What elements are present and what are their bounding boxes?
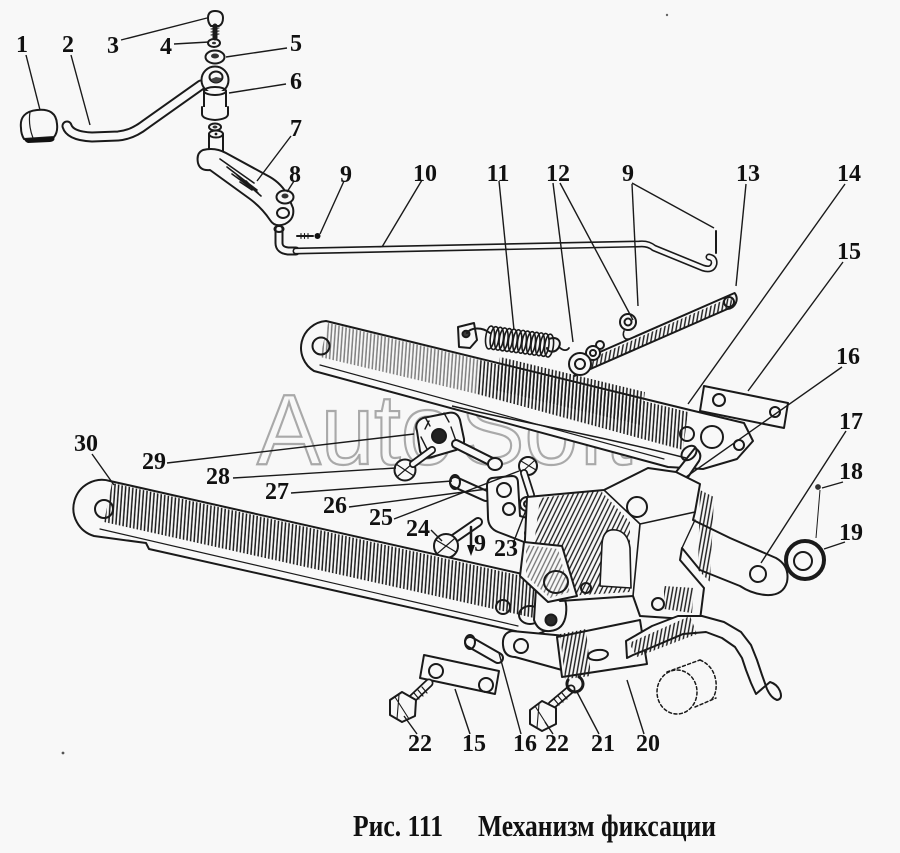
svg-text:20: 20 (636, 731, 660, 757)
svg-text:13: 13 (736, 161, 760, 187)
svg-text:30: 30 (74, 431, 98, 457)
svg-text:29: 29 (142, 449, 166, 475)
svg-text:9: 9 (340, 162, 352, 188)
svg-text:27: 27 (265, 479, 289, 505)
svg-text:12: 12 (546, 161, 570, 187)
svg-text:7: 7 (290, 116, 302, 142)
svg-text:8: 8 (289, 162, 301, 188)
svg-text:9: 9 (474, 531, 486, 557)
svg-text:10: 10 (413, 161, 437, 187)
svg-text:23: 23 (494, 536, 518, 562)
svg-text:5: 5 (290, 31, 302, 57)
svg-text:15: 15 (837, 239, 861, 265)
svg-text:9: 9 (622, 161, 634, 187)
svg-text:Рис. 111: Рис. 111 (353, 808, 443, 843)
svg-text:26: 26 (323, 493, 347, 519)
svg-text:1: 1 (16, 32, 28, 58)
svg-text:21: 21 (591, 731, 615, 757)
svg-text:18: 18 (839, 459, 863, 485)
svg-text:15: 15 (462, 731, 486, 757)
svg-text:3: 3 (107, 33, 119, 59)
svg-text:11: 11 (487, 161, 510, 187)
svg-text:4: 4 (160, 34, 172, 60)
svg-text:25: 25 (369, 505, 393, 531)
svg-text:16: 16 (836, 344, 860, 370)
svg-text:16: 16 (513, 731, 537, 757)
svg-text:24: 24 (406, 516, 430, 542)
svg-text:6: 6 (290, 69, 302, 95)
svg-text:Механизм фиксации: Механизм фиксации (478, 808, 716, 843)
svg-text:14: 14 (837, 161, 861, 187)
svg-text:2: 2 (62, 32, 74, 58)
svg-text:17: 17 (839, 409, 863, 435)
svg-text:28: 28 (206, 464, 230, 490)
svg-text:19: 19 (839, 520, 863, 546)
svg-text:22: 22 (408, 731, 432, 757)
svg-text:22: 22 (545, 731, 569, 757)
